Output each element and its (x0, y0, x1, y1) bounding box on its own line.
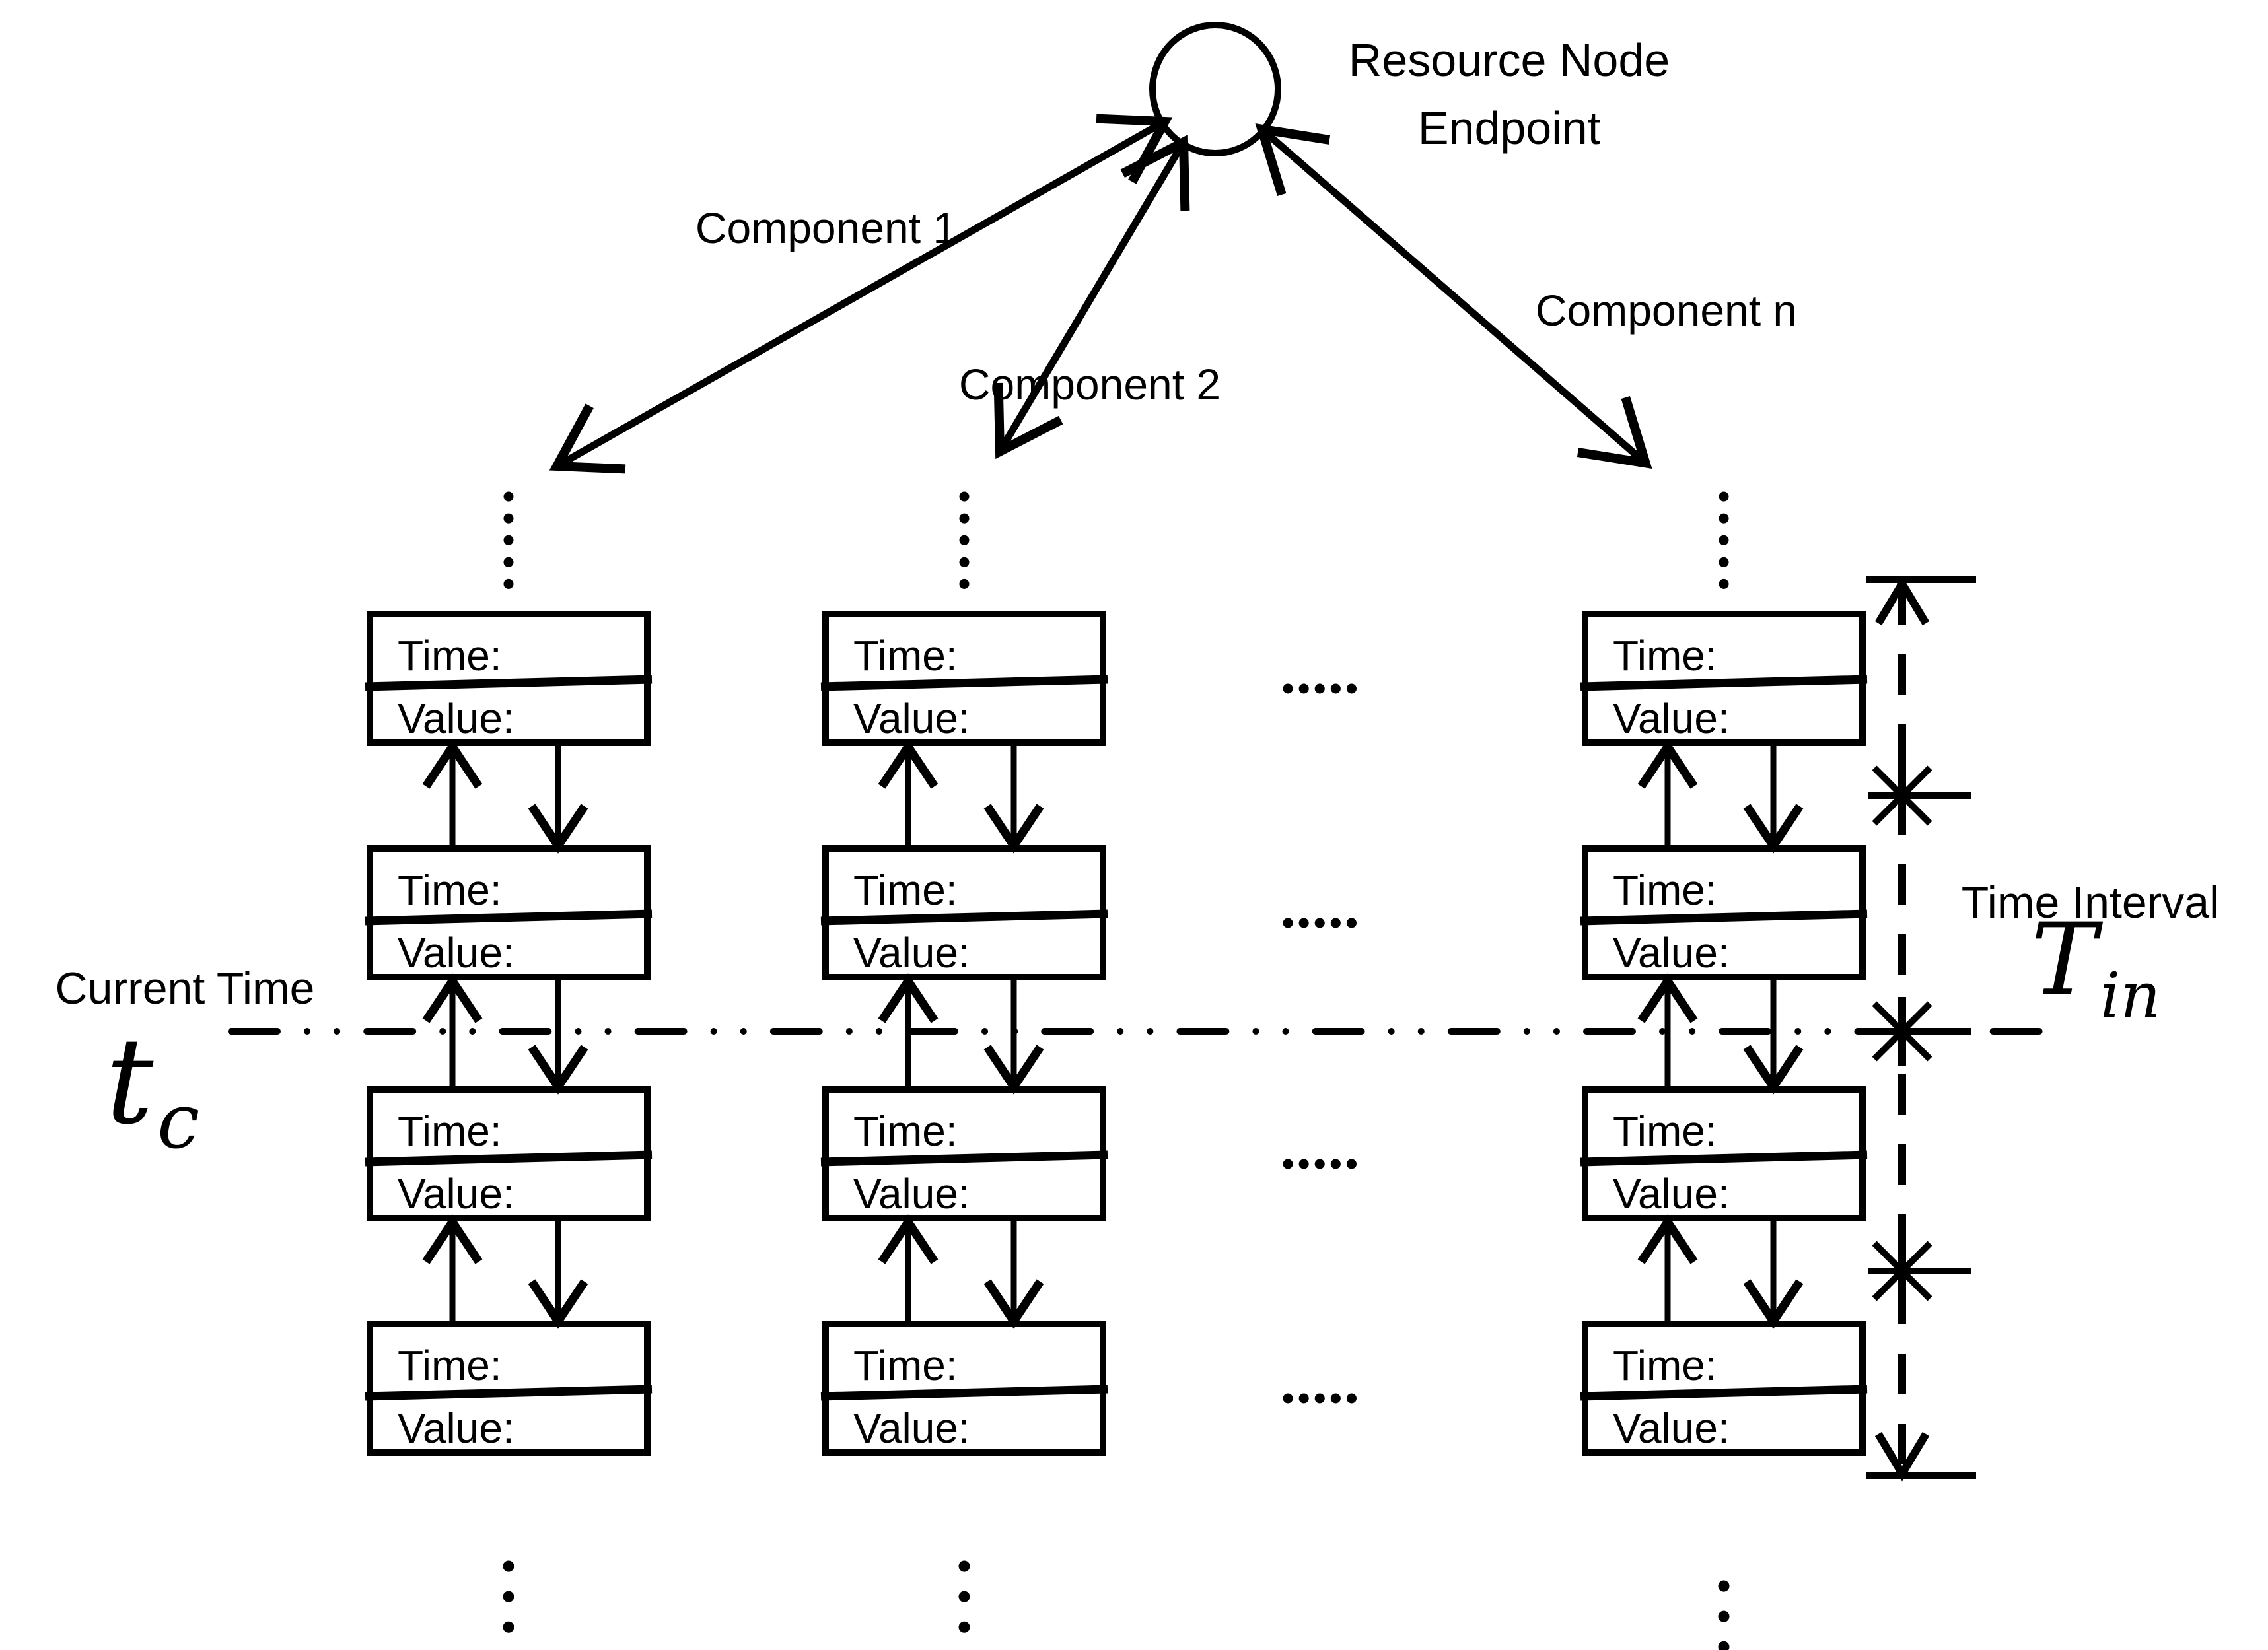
time-label: Time: (853, 866, 958, 914)
interval-star-marker (1868, 997, 1971, 1066)
resource-node-label-line2: Endpoint (1418, 102, 1600, 154)
star-diagonal (1872, 765, 1932, 826)
value-label: Value: (398, 1404, 514, 1452)
node-box: Time: Value: (365, 845, 653, 980)
value-label: Value: (1613, 1170, 1730, 1218)
node-box-divider (365, 1150, 653, 1167)
node-box: Time: Value: (1580, 611, 1868, 746)
node-box: Time: Value: (365, 1086, 653, 1221)
component-n-label: Component n (1536, 286, 1797, 335)
node-box-divider (365, 1385, 653, 1401)
node-box-divider (1580, 1150, 1868, 1167)
value-label: Value: (398, 695, 514, 742)
value-label: Value: (853, 929, 970, 977)
time-label: Time: (1613, 1342, 1717, 1389)
component-1-column: Time: Value: Time: Value: Time: Value: T… (365, 611, 653, 1456)
value-label: Value: (398, 1170, 514, 1218)
current-time-symbol: t (106, 1013, 154, 1151)
node-box: Time: Value: (365, 1321, 653, 1456)
resource-node-circle (1149, 22, 1281, 156)
time-label: Time: (853, 1107, 958, 1155)
node-box-divider (365, 675, 653, 691)
component-2-label: Component 2 (959, 360, 1221, 409)
component-2-column: Time: Value: Time: Value: Time: Value: T… (820, 611, 1108, 1456)
time-interval-dimension (1866, 576, 1976, 1482)
node-box: Time: Value: (365, 611, 653, 746)
time-label: Time: (853, 1342, 958, 1389)
value-label: Value: (1613, 695, 1730, 742)
interval-star-marker (1868, 761, 1971, 830)
node-box: Time: Value: (820, 1086, 1108, 1221)
value-label: Value: (853, 1404, 970, 1452)
node-box: Time: Value: (1580, 1321, 1868, 1456)
node-box-frame (367, 1321, 651, 1456)
node-box-divider (365, 909, 653, 926)
node-box-divider (820, 909, 1108, 926)
bottom-ellipsis-group (503, 1560, 1730, 1650)
pointer-arrows (878, 739, 1044, 1329)
omitted-columns-ellipsis-group (1283, 683, 1372, 1404)
time-interval-subscript: in (2100, 959, 2161, 1032)
star-diagonal (1872, 1241, 1932, 1301)
time-interval-symbol: T (2031, 903, 2104, 1017)
time-label: Time: (1613, 1107, 1717, 1155)
time-label: Time: (1613, 632, 1717, 679)
value-label: Value: (853, 1170, 970, 1218)
current-time-subscript: c (157, 1078, 199, 1166)
top-ellipsis-group (503, 491, 1729, 611)
node-box: Time: Value: (820, 845, 1108, 980)
node-box: Time: Value: (820, 611, 1108, 746)
component-2-arrow (993, 134, 1190, 460)
value-label: Value: (1613, 929, 1730, 977)
component-1-arrow (549, 114, 1173, 474)
node-box-divider (820, 1150, 1108, 1167)
node-box-frame (822, 611, 1106, 746)
component-n-arrow (1255, 123, 1652, 469)
node-box-divider (1580, 675, 1868, 691)
pointer-arrows (422, 739, 588, 1329)
component-n-column: Time: Value: Time: Value: Time: Value: T… (1580, 611, 1868, 1456)
node-box: Time: Value: (1580, 1086, 1868, 1221)
node-box-divider (820, 675, 1108, 691)
time-label: Time: (398, 1107, 502, 1155)
node-box-divider (1580, 1385, 1868, 1401)
component-1-label: Component 1 (695, 203, 957, 252)
time-label: Time: (398, 632, 502, 679)
time-label: Time: (398, 1342, 502, 1389)
value-label: Value: (853, 695, 970, 742)
node-box: Time: Value: (820, 1321, 1108, 1456)
resource-node-label-line1: Resource Node (1349, 34, 1670, 86)
star-diagonal (1872, 1001, 1932, 1062)
interval-star-marker (1868, 1237, 1971, 1305)
time-interval-label: Time Interval (1962, 877, 2219, 928)
node-box-divider (820, 1385, 1108, 1401)
value-label: Value: (1613, 1404, 1730, 1452)
value-label: Value: (398, 929, 514, 977)
time-label: Time: (1613, 866, 1717, 914)
node-box-divider (1580, 909, 1868, 926)
current-time-label: Current Time (55, 963, 315, 1014)
pointer-arrows (1637, 739, 1804, 1329)
node-box: Time: Value: (1580, 845, 1868, 980)
time-label: Time: (398, 866, 502, 914)
time-label: Time: (853, 632, 958, 679)
